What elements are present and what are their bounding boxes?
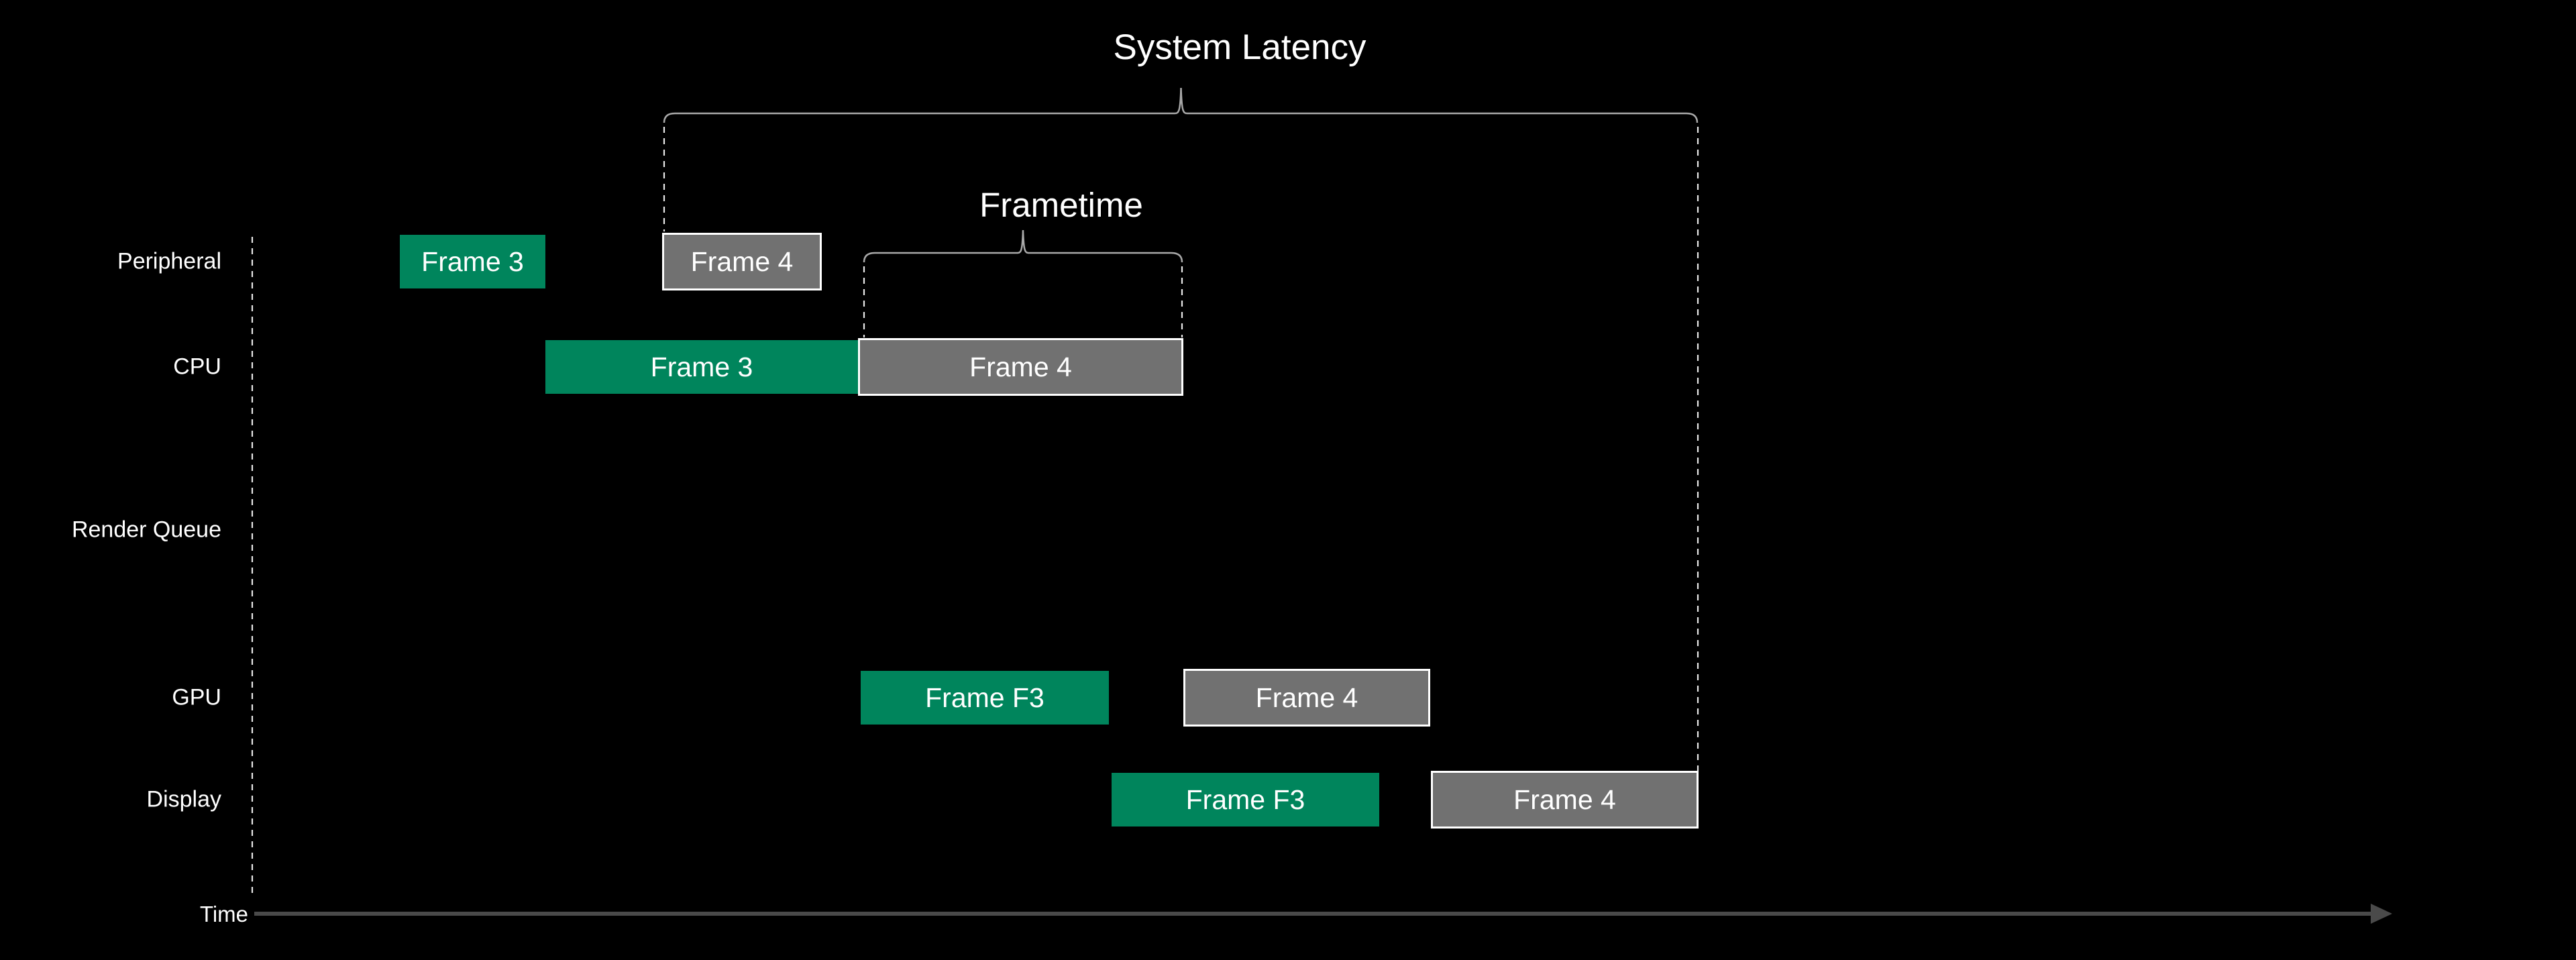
frame-bar-cpu-frame-4: Frame 4 bbox=[858, 338, 1183, 396]
row-label-display: Display bbox=[146, 786, 221, 812]
frame-bar-gpu-frame-f3: Frame F3 bbox=[861, 671, 1109, 725]
row-label-gpu: GPU bbox=[172, 684, 221, 710]
row-label-render-queue: Render Queue bbox=[71, 517, 221, 543]
time-axis-label: Time bbox=[199, 902, 248, 926]
frametime-brace bbox=[863, 229, 1183, 263]
frame-bar-peripheral-frame-3: Frame 3 bbox=[400, 235, 545, 288]
frametime-title: Frametime bbox=[979, 186, 1143, 224]
row-label-cpu: CPU bbox=[173, 354, 221, 380]
frame-bar-gpu-frame-4: Frame 4 bbox=[1183, 669, 1430, 727]
frame-bar-display-frame-4: Frame 4 bbox=[1431, 771, 1699, 829]
frame-bar-display-frame-f3: Frame F3 bbox=[1112, 773, 1379, 826]
frame-bar-peripheral-frame-4: Frame 4 bbox=[662, 233, 822, 290]
time-axis bbox=[254, 904, 2392, 924]
frame-bar-cpu-frame-3: Frame 3 bbox=[545, 340, 858, 394]
system-latency-title: System Latency bbox=[1113, 28, 1366, 67]
dotted-guides bbox=[251, 127, 1699, 894]
time-axis-arrowhead bbox=[2371, 904, 2392, 924]
system-latency-brace bbox=[663, 87, 1699, 123]
row-label-peripheral: Peripheral bbox=[117, 248, 221, 274]
